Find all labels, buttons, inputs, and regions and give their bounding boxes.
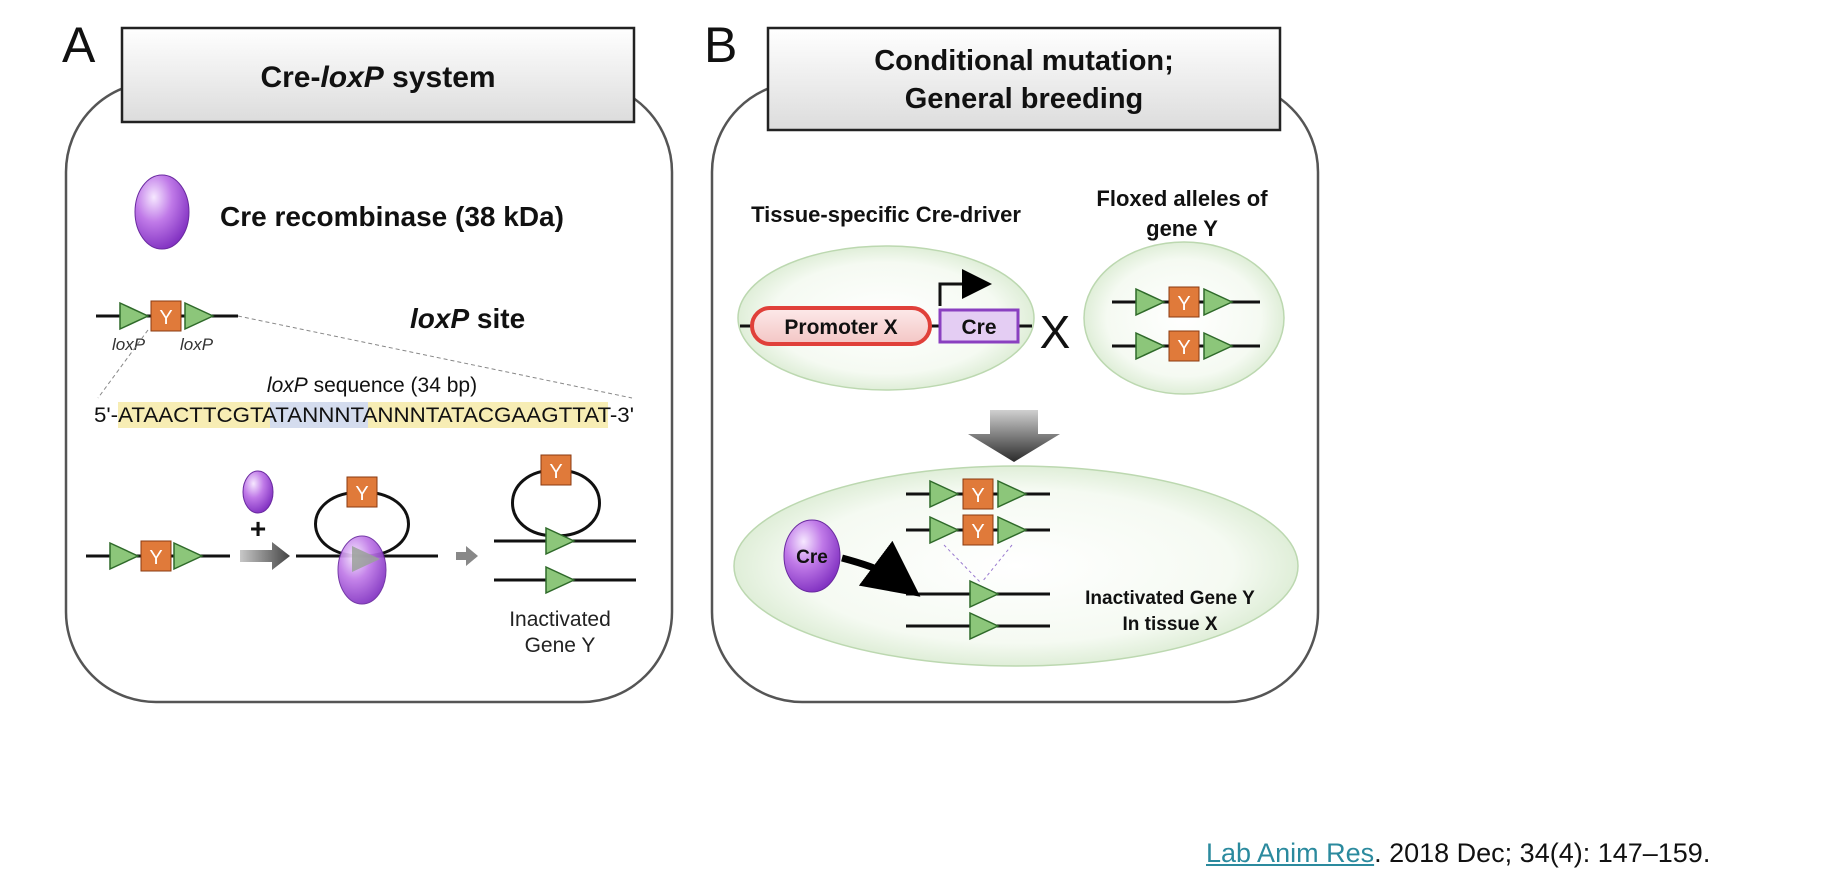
breeding-arrow <box>968 410 1060 462</box>
loxp-sequence-title: loxP sequence (34 bp) <box>267 374 477 397</box>
zoom-line-b-right <box>981 544 1013 583</box>
loxp-site-construct: Y <box>96 300 238 332</box>
cre-loxp-figure: A Cre-loxP system Cre recombinase (38 kD… <box>62 17 1320 704</box>
gene-y-label: Y <box>149 547 162 569</box>
gene-y-label: Y <box>1177 293 1190 315</box>
panel-a: A Cre-loxP system Cre recombinase (38 kD… <box>62 17 674 704</box>
transcription-start-arrow <box>938 269 992 306</box>
loxp-site-label: loxP site <box>410 303 525 334</box>
offspring-floxed-allele-2: Y <box>906 514 1050 546</box>
panel-b-title-line2: General breeding <box>905 83 1144 115</box>
cross-symbol: X <box>1040 306 1071 358</box>
panel-b-title-box <box>766 26 1282 132</box>
cre-recombinase-label: Cre recombinase (38 kDa) <box>220 201 564 232</box>
inactivated-allele-2 <box>906 612 1050 640</box>
gene-y-label: Y <box>971 485 984 507</box>
inactivated-gene-label-2: Gene Y <box>525 634 596 657</box>
cre-gene-box <box>938 308 1020 344</box>
panel-a-letter: A <box>62 17 96 73</box>
cre-action-arrow <box>841 540 921 597</box>
panel-b-letter: B <box>704 17 737 73</box>
floxed-allele-1: Y <box>1112 286 1260 318</box>
plus-sign: + <box>250 513 266 544</box>
recombination-product: Y <box>494 454 636 594</box>
panel-a-title: Cre-loxP system <box>260 61 495 94</box>
promoter-x-element <box>750 306 932 346</box>
gene-y-label: Y <box>1177 337 1190 359</box>
offspring-floxed-allele-1: Y <box>906 478 1050 510</box>
floxed-alleles-label-1: Floxed alleles of <box>1096 186 1268 211</box>
floxed-alleles-oval <box>1083 241 1285 395</box>
floxed-allele-2: Y <box>1112 330 1260 362</box>
cre-recombinase-icon <box>134 174 190 250</box>
journal-link[interactable]: Lab Anim Res <box>1206 838 1375 868</box>
reaction-arrow-2 <box>456 546 478 566</box>
inactivated-gene-label-1: Inactivated <box>509 608 611 631</box>
cre-driver-label: Tissue-specific Cre-driver <box>751 202 1021 227</box>
seq-highlight-right <box>368 402 608 428</box>
promoter-x-label: Promoter X <box>784 316 897 339</box>
seq-highlight-middle <box>270 402 368 428</box>
seq-highlight-left <box>118 402 270 428</box>
zoom-line-b-left <box>943 544 981 583</box>
inactivated-allele-1 <box>906 580 1050 608</box>
initial-construct: Y <box>86 540 230 572</box>
cre-protein-icon <box>783 519 841 593</box>
cre-gene-label: Cre <box>961 316 996 339</box>
citation: Lab Anim Res. 2018 Dec; 34(4): 147–159. <box>1206 838 1710 869</box>
loxp-label-left: loxP <box>112 335 146 354</box>
gene-y-label: Y <box>355 483 368 505</box>
cre-small-icon <box>242 470 274 514</box>
citation-details: . 2018 Dec; 34(4): 147–159. <box>1374 838 1711 868</box>
panel-a-title-box <box>120 26 636 124</box>
gene-y-label: Y <box>549 461 562 483</box>
floxed-alleles-label-2: gene Y <box>1146 216 1218 241</box>
gene-y-label: Y <box>971 521 984 543</box>
loxp-label-right: loxP <box>180 335 214 354</box>
result-label-2: In tissue X <box>1122 614 1217 635</box>
recombination-intermediate: Y <box>296 476 438 605</box>
zoom-line-left <box>97 329 149 399</box>
gene-y-label: Y <box>159 307 172 329</box>
offspring-oval <box>733 465 1299 667</box>
panel-b: B Conditional mutation; General breeding… <box>704 17 1320 704</box>
cre-bound-icon <box>337 535 387 605</box>
panel-b-title-line1: Conditional mutation; <box>874 45 1174 77</box>
reaction-arrow-1 <box>240 542 290 570</box>
result-label-1: Inactivated Gene Y <box>1085 588 1255 609</box>
cre-protein-label: Cre <box>796 547 828 568</box>
